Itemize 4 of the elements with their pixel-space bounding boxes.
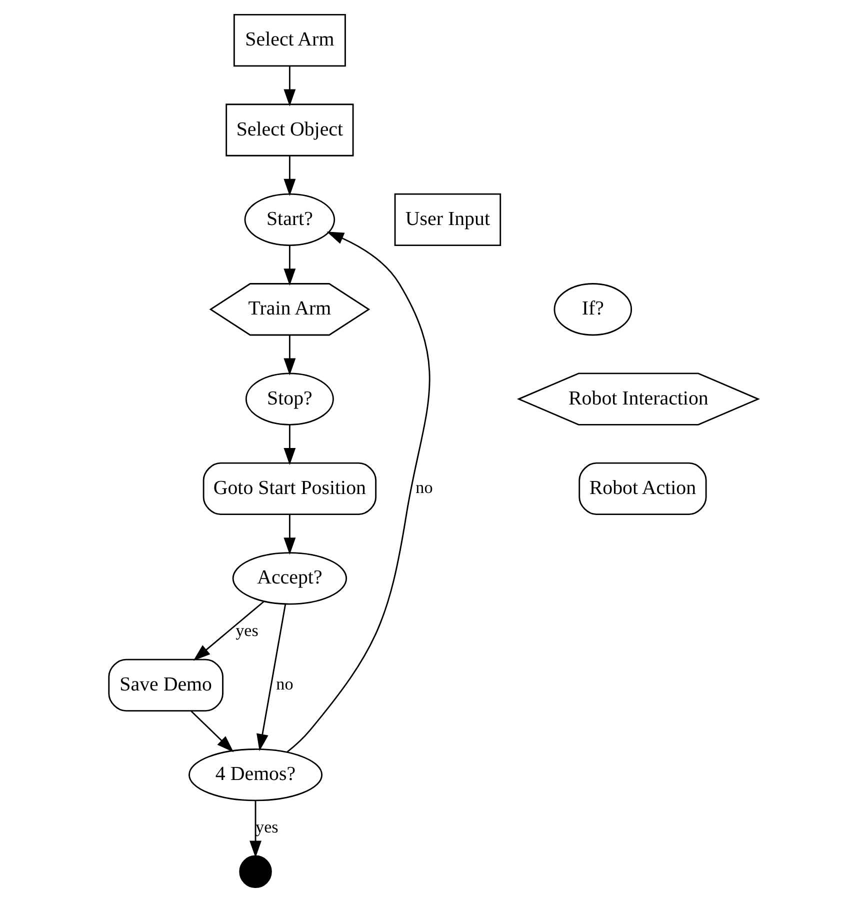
edge-label: no <box>415 478 432 497</box>
edge-label: yes <box>235 620 258 640</box>
edge-label: no <box>276 674 293 694</box>
edge-label: yes <box>255 817 278 836</box>
